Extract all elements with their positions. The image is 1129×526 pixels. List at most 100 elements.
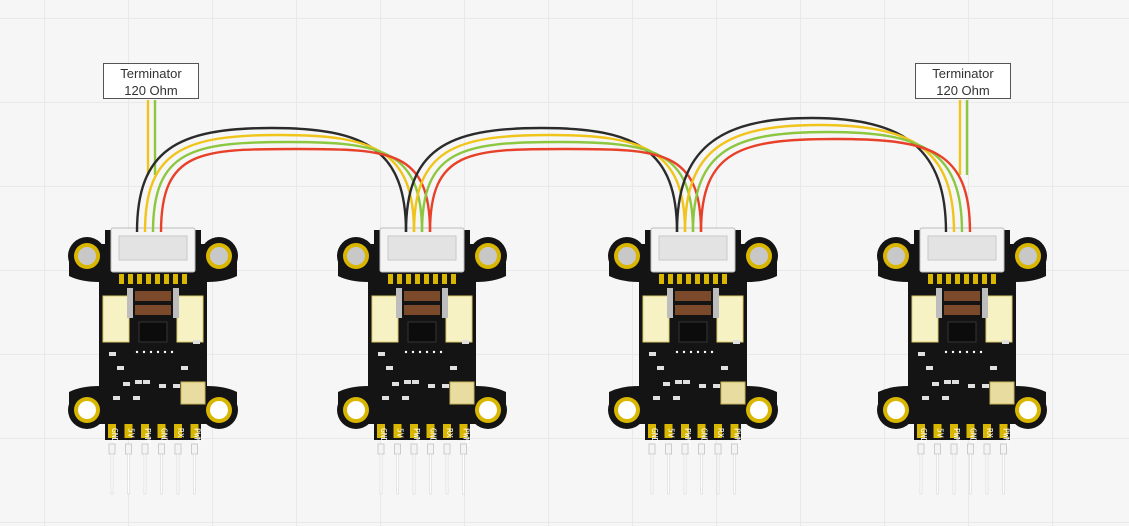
chip	[138, 321, 168, 343]
smd-part	[404, 380, 411, 384]
smd-part	[649, 352, 656, 356]
connector-pad	[155, 274, 160, 284]
pin-label-gnd: GND	[429, 428, 438, 443]
smd-part	[428, 384, 435, 388]
connector-pad	[659, 274, 664, 284]
via	[951, 350, 955, 354]
via	[703, 350, 707, 354]
mount-hole	[78, 401, 96, 419]
side-pad-left	[102, 295, 130, 343]
pin-pad	[681, 424, 689, 438]
via	[689, 350, 693, 354]
smd-part	[133, 396, 140, 400]
via	[163, 350, 167, 354]
via	[972, 350, 976, 354]
inductor	[944, 291, 980, 301]
smd-part	[653, 396, 660, 400]
pin-pad	[730, 424, 739, 438]
via	[432, 350, 436, 354]
pin-pad	[664, 424, 673, 438]
smd-part	[713, 384, 720, 388]
smd-part	[675, 380, 682, 384]
side-pad-right	[716, 295, 744, 343]
mount-hole	[618, 247, 636, 265]
pin-header	[394, 443, 401, 455]
connector-housing	[387, 235, 457, 261]
smd-part	[657, 366, 664, 370]
smd-part	[450, 366, 457, 370]
smd-part	[173, 384, 180, 388]
terminator-label-right: Terminator 120 Ohm	[915, 63, 1011, 99]
connector-pad	[973, 274, 978, 284]
pin-leg	[445, 453, 449, 495]
cap	[173, 288, 179, 318]
connector-pad	[722, 274, 727, 284]
pad-block	[720, 381, 746, 405]
inductor	[675, 291, 711, 301]
side-pad-right	[985, 295, 1013, 343]
connector-pad	[937, 274, 942, 284]
via	[965, 350, 969, 354]
side-pad-left	[642, 295, 670, 343]
pin-leg	[127, 453, 130, 495]
connector-pad	[677, 274, 682, 284]
mount-hole	[887, 247, 905, 265]
connector-pad	[955, 274, 960, 284]
smd-part	[402, 396, 409, 400]
smd-part	[386, 366, 393, 370]
mount-hole	[750, 247, 768, 265]
pin-leg	[936, 453, 939, 495]
pin-header	[191, 443, 198, 455]
pin-header	[967, 443, 974, 455]
inductor	[675, 305, 711, 315]
cap	[396, 288, 402, 318]
connector-pad	[964, 274, 969, 284]
pad-block	[989, 381, 1015, 405]
connector-pad	[164, 274, 169, 284]
inductor	[135, 305, 171, 315]
side-pad-right	[176, 295, 204, 343]
via	[149, 350, 153, 354]
cable-1-2-green	[151, 140, 424, 233]
cable-2-3-yellow	[412, 133, 687, 233]
cable-3-4-black	[675, 116, 948, 233]
connector-pad	[119, 274, 124, 284]
connector-housing	[658, 235, 728, 261]
pin-label-pwm3: PWM3	[412, 428, 421, 447]
pin-header	[950, 443, 958, 455]
via	[958, 350, 962, 354]
via	[425, 350, 429, 354]
mount-hole	[1019, 247, 1037, 265]
mount-hole	[347, 247, 365, 265]
pin-label-5v: 5V	[936, 428, 945, 438]
pin-pad	[443, 424, 451, 438]
connector-pad	[137, 274, 142, 284]
smd-part	[990, 366, 997, 370]
pin-header	[377, 443, 385, 455]
pin-label-gnd: GND	[160, 428, 169, 443]
pin-label-gnd: GND	[969, 428, 978, 443]
pin-header	[158, 443, 165, 455]
connector-pad	[668, 274, 673, 284]
smd-part	[462, 340, 469, 344]
inductor	[944, 305, 980, 315]
smd-part	[412, 380, 419, 384]
cap	[936, 288, 942, 318]
smd-part	[733, 340, 740, 344]
smd-part	[123, 382, 130, 386]
pin-pad	[377, 424, 385, 438]
connector-pad	[713, 274, 718, 284]
terminator-label-left: Terminator 120 Ohm	[103, 63, 199, 99]
connector-pad	[146, 274, 151, 284]
smd-part	[721, 366, 728, 370]
via	[696, 350, 700, 354]
pin-pad	[983, 424, 991, 438]
smd-part	[378, 352, 385, 356]
pin-pad	[157, 424, 166, 438]
pin-pad	[410, 424, 418, 438]
terminator-label-line2: 120 Ohm	[124, 83, 178, 98]
via	[156, 350, 160, 354]
pin-label-rx: RX	[445, 428, 454, 438]
